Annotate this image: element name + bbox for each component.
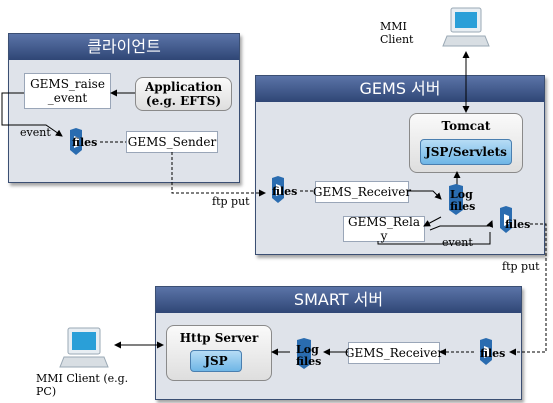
gems-sender-label: GEMS_Sender [127, 135, 217, 149]
smart-gems-receiver-label: GEMS_Receiver [344, 346, 444, 360]
smart-gems-receiver-box: GEMS_Receiver [344, 342, 444, 364]
ftp-put-label-1: ftp put [212, 195, 250, 208]
jsp-servlets-label: JSP/Servlets [425, 145, 507, 159]
http-server-label: Http Server [179, 331, 259, 345]
event-label-client: event [20, 126, 51, 139]
mmi-client-top-label: MMI Client [380, 20, 414, 46]
files-label-gems-out: files [505, 218, 531, 231]
files-stack-icon [272, 176, 284, 203]
gems-relay-label: GEMS_Rela y [348, 215, 420, 243]
jsp-box: JSP [190, 350, 242, 372]
log-files-icon [297, 338, 311, 369]
gems-receiver-box: GEMS_Receiver [312, 181, 412, 203]
smart-panel-title: SMART 서버 [156, 287, 521, 313]
computer-icon [59, 327, 109, 368]
event-label-gems: event [442, 236, 473, 249]
files-label-client: files [72, 136, 98, 149]
gems-receiver-label: GEMS_Receiver [312, 185, 412, 199]
files-stack-icon [70, 128, 82, 155]
application-label: Application (e.g. EFTS) [144, 80, 223, 108]
smart-server-panel: SMART 서버 [155, 286, 522, 400]
tomcat-label: Tomcat [441, 119, 491, 133]
files-stack-icon [500, 206, 512, 233]
computer-icon [442, 7, 490, 47]
files-label-gems-in: files [272, 185, 298, 198]
application-box: Application (e.g. EFTS) [135, 77, 232, 111]
log-files-label-gems: Log files [450, 188, 476, 213]
jsp-label: JSP [204, 354, 228, 368]
gems-raise-event-label: GEMS_raise _event [30, 77, 105, 105]
files-stack-icon [480, 338, 492, 365]
mmi-client-bottom-label: MMI Client (e.g. PC) [36, 372, 129, 398]
files-label-smart: files [480, 347, 506, 360]
jsp-servlets-box: JSP/Servlets [420, 139, 512, 165]
gems-panel-title: GEMS 서버 [256, 76, 544, 102]
log-files-icon [449, 184, 463, 215]
client-panel-title: 클라이언트 [9, 34, 239, 60]
ftp-put-label-2: ftp put [502, 260, 540, 273]
gems-relay-box: GEMS_Rela y [343, 215, 425, 243]
log-files-label-smart: Log files [296, 343, 322, 368]
